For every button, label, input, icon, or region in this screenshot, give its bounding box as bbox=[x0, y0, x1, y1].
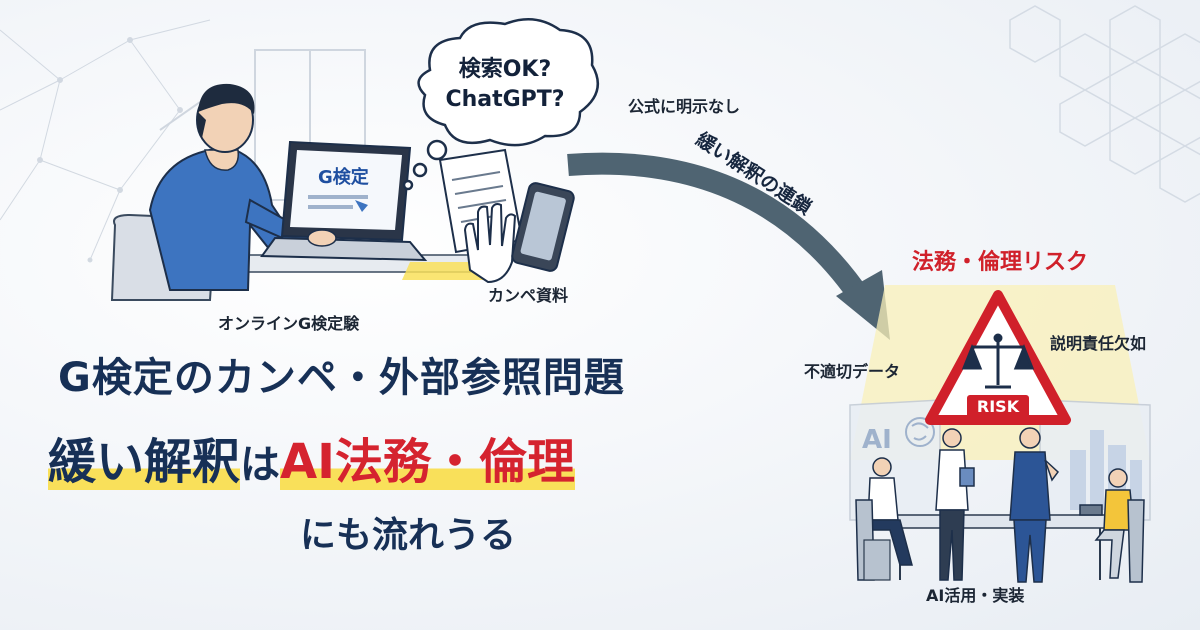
label-ai-implementation: AI活用・実装 bbox=[926, 586, 1025, 605]
headline-particle: は bbox=[240, 442, 281, 488]
network-icon bbox=[0, 19, 211, 263]
label-accountability: 説明責任欠如 bbox=[1050, 334, 1147, 353]
headline-line-3: にも流れうる bbox=[300, 515, 517, 556]
note-no-official: 公式に明示なし bbox=[628, 97, 741, 116]
hand-icon bbox=[463, 203, 517, 284]
person-standing-woman bbox=[935, 428, 975, 581]
ai-screen-label: AI bbox=[862, 425, 892, 455]
meeting-table bbox=[878, 514, 1122, 529]
person-seated-right bbox=[1079, 468, 1145, 583]
risk-badge: RISK bbox=[967, 395, 1029, 419]
headline-loose-interpretation: 緩い解釈 bbox=[48, 434, 241, 490]
bubble-line-1: 検索OK? bbox=[458, 57, 552, 82]
thought-bubble-text: 検索OK? ChatGPT? bbox=[430, 55, 580, 115]
headline-line-2: 緩い解釈はAI法務・倫理 bbox=[48, 422, 576, 492]
curved-arrow bbox=[567, 152, 872, 307]
label-online-exam: オンラインG検定験 bbox=[218, 314, 360, 333]
scales-icon bbox=[961, 333, 1035, 389]
hexagon-pattern bbox=[1009, 5, 1200, 203]
brain-icon bbox=[905, 417, 935, 447]
smartphone-icon bbox=[511, 182, 575, 272]
city-skyline-icon bbox=[1070, 430, 1142, 510]
risk-title: 法務・倫理リスク bbox=[912, 250, 1089, 275]
laptop-icon bbox=[260, 140, 428, 262]
label-inappropriate-data: 不適切データ bbox=[804, 362, 901, 381]
laptop-screen-label: G検定 bbox=[318, 167, 369, 188]
person-standing-man bbox=[1009, 427, 1060, 583]
headline-line-1: G検定のカンペ・外部参照問題 bbox=[58, 355, 625, 401]
thought-bubble bbox=[402, 17, 600, 191]
label-cheat-sheet: カンペ資料 bbox=[488, 286, 569, 305]
headline-ai-law-ethics: AI法務・倫理 bbox=[280, 434, 576, 490]
bubble-line-2: ChatGPT? bbox=[445, 87, 565, 112]
